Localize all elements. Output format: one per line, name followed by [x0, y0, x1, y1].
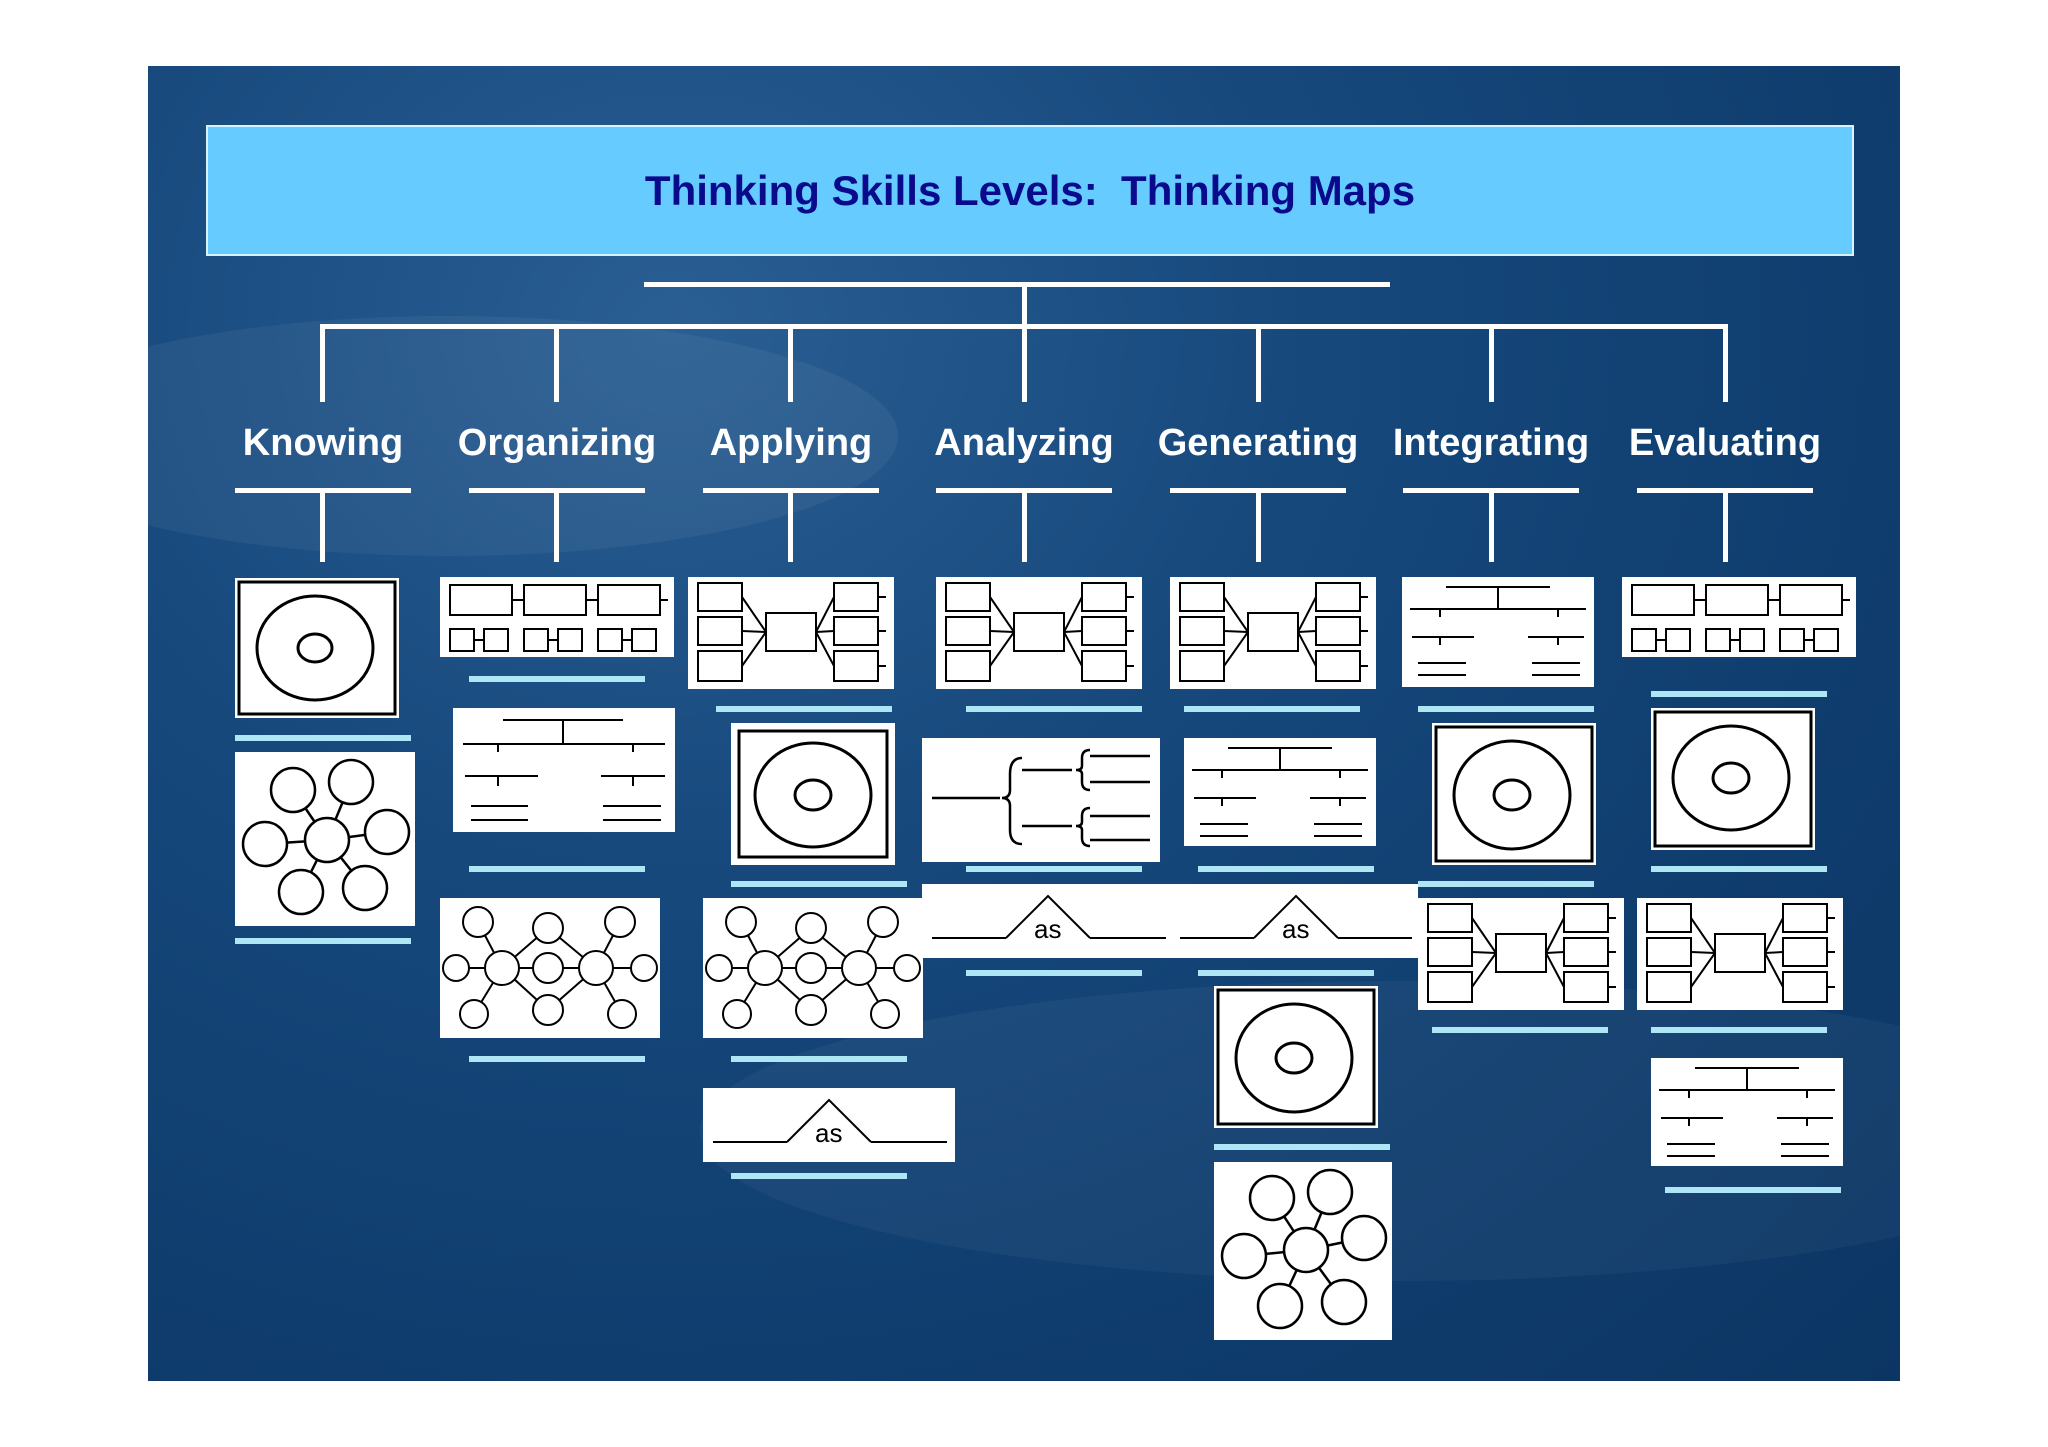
separator: [469, 866, 645, 872]
separator: [1418, 881, 1594, 887]
bridge-map-icon: as as: [922, 884, 1418, 958]
level-label-organizing: Organizing: [457, 422, 657, 464]
connector-drop-knowing: [320, 324, 325, 402]
separator: [1198, 866, 1374, 872]
circle-map-icon: [731, 723, 895, 865]
label-stem-organizing: [554, 488, 559, 562]
separator: [1198, 970, 1374, 976]
bubble-map-icon: [235, 752, 415, 926]
tree-map-icon: [453, 708, 675, 832]
separator: [1651, 866, 1827, 872]
multi-flow-map-icon: [688, 577, 894, 689]
level-label-applying: Applying: [709, 422, 873, 464]
separator: [235, 735, 411, 741]
slide-background: [148, 66, 1900, 1381]
separator: [1651, 691, 1827, 697]
separator: [1651, 1027, 1827, 1033]
circle-map-icon: [235, 578, 399, 718]
tree-map-icon: [1184, 738, 1376, 846]
tree-map-icon: [1402, 577, 1594, 687]
tree-map-icon: [1651, 1058, 1843, 1166]
connector-stem: [1022, 282, 1027, 327]
connector-drop-analyzing: [1022, 324, 1027, 402]
circle-map-icon: [1214, 986, 1378, 1128]
brace-map-icon: [922, 738, 1160, 862]
page-title: Thinking Skills Levels: Thinking Maps: [644, 166, 1416, 214]
multi-flow-map-icon: [1170, 577, 1376, 689]
label-stem-integrating: [1489, 488, 1494, 562]
separator: [469, 1056, 645, 1062]
separator: [1665, 1187, 1841, 1193]
separator: [1418, 706, 1594, 712]
level-label-generating: Generating: [1157, 422, 1359, 464]
separator: [1432, 1027, 1608, 1033]
level-label-evaluating: Evaluating: [1628, 422, 1822, 464]
title-box: Thinking Skills Levels: Thinking Maps: [206, 125, 1854, 256]
bridge-relating-factor: as: [815, 1118, 843, 1148]
separator: [966, 866, 1142, 872]
multi-flow-map-icon: [936, 577, 1142, 689]
separator: [731, 1173, 907, 1179]
background-swoosh: [148, 316, 898, 556]
connector-drop-organizing: [554, 324, 559, 402]
bridge-map-icon: as: [703, 1088, 955, 1162]
label-stem-applying: [788, 488, 793, 562]
separator: [716, 706, 892, 712]
separator: [1214, 1144, 1390, 1150]
label-stem-evaluating: [1723, 488, 1728, 562]
connector-drop-applying: [788, 324, 793, 402]
bridge-relating-factor: as: [1034, 914, 1062, 944]
separator: [966, 970, 1142, 976]
separator: [235, 938, 411, 944]
multi-flow-map-icon: [1637, 898, 1843, 1010]
level-label-integrating: Integrating: [1392, 422, 1590, 464]
separator: [1184, 706, 1360, 712]
double-bubble-map-icon: [703, 898, 923, 1038]
separator: [966, 706, 1142, 712]
label-stem-analyzing: [1022, 488, 1027, 562]
level-label-analyzing: Analyzing: [934, 422, 1114, 464]
circle-map-icon: [1432, 723, 1596, 865]
label-stem-knowing: [320, 488, 325, 562]
double-bubble-map-icon: [440, 898, 660, 1038]
bridge-relating-factor: as: [1282, 914, 1310, 944]
connector-top-bar: [644, 282, 1390, 287]
label-stem-generating: [1256, 488, 1261, 562]
connector-drop-integrating: [1489, 324, 1494, 402]
separator: [469, 676, 645, 682]
separator: [731, 881, 907, 887]
connector-drop-evaluating: [1723, 324, 1728, 402]
separator: [731, 1056, 907, 1062]
flow-map-icon: [440, 577, 674, 657]
multi-flow-map-icon: [1418, 898, 1624, 1010]
circle-map-icon: [1651, 708, 1815, 850]
flow-map-icon: [1622, 577, 1856, 657]
level-label-knowing: Knowing: [242, 422, 404, 464]
bubble-map-icon: [1214, 1162, 1392, 1340]
connector-drop-generating: [1256, 324, 1261, 402]
